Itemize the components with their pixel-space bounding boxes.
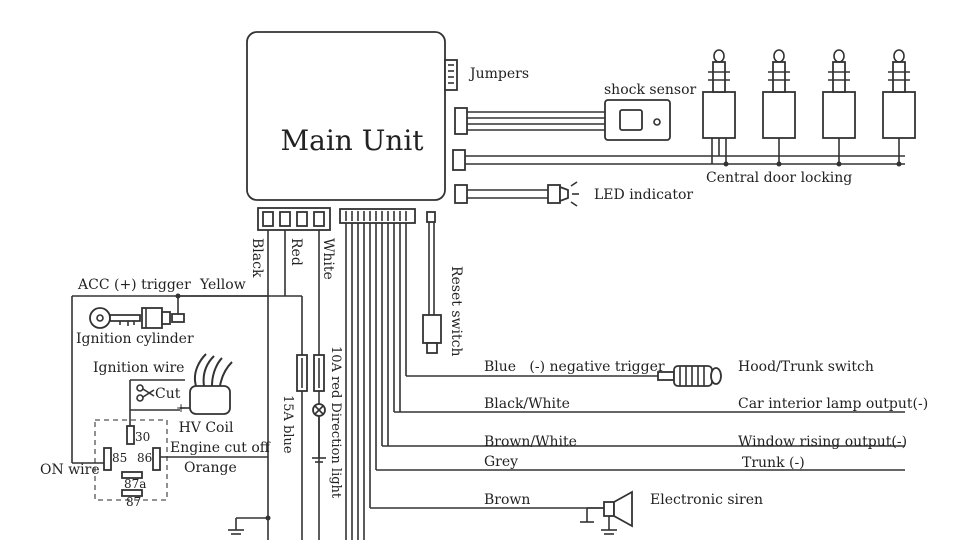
window-rising-label: Window rising output(-) (738, 434, 907, 450)
relay-pin-30: 30 (135, 430, 150, 444)
fuse-15a-label: 15A blue (280, 395, 295, 454)
engine-cut-off-label: Engine cut off (170, 440, 271, 456)
hv-coil-icon (130, 353, 233, 415)
electronic-siren-label: Electronic siren (650, 492, 763, 508)
brown-white-wire-label: Brown/White (484, 434, 577, 450)
reset-switch-label: Reset switch (448, 266, 464, 357)
reset-switch (422, 314, 442, 354)
fuse-10a-label: 10A red Direction light (328, 346, 343, 499)
door-lock-connector (452, 149, 905, 171)
cut-label: Cut (155, 386, 181, 402)
fuse-15a (296, 354, 308, 392)
relay-pin-86: 86 (137, 451, 152, 465)
led-connector (454, 184, 548, 204)
jumpers-label: Jumpers (468, 66, 529, 82)
main-unit-label: Main Unit (280, 124, 424, 157)
relay-pin-87: 87 (126, 495, 141, 509)
yellow-wire-label: Yellow (199, 277, 246, 293)
main-unit: Main Unit (246, 31, 446, 201)
led-indicator-icon (547, 181, 579, 207)
trunk-label: Trunk (-) (742, 455, 805, 471)
shock-sensor-label: shock sensor (604, 82, 697, 98)
black-wire-label: Black (249, 238, 265, 278)
black-white-wire-label: Black/White (484, 396, 570, 412)
relay-pin-85: 85 (112, 451, 127, 465)
interior-lamp-label: Car interior lamp output(-) (738, 396, 928, 412)
fuse-10a (312, 354, 326, 463)
reset-switch-wire (426, 211, 436, 315)
red-wire-label: Red (288, 238, 304, 266)
yellow-wire (72, 293, 268, 316)
on-wire-label: ON wire (40, 462, 100, 478)
central-door-locking-label: Central door locking (706, 170, 852, 186)
white-wire-label: White (320, 238, 336, 280)
door-lock-actuator-2 (762, 49, 796, 167)
output-wire-bundle (345, 223, 407, 540)
jumper-connector (444, 59, 458, 91)
door-lock-actuator-4 (882, 49, 916, 167)
relay-pin-87a: 87a (124, 477, 146, 491)
brown-wire-label: Brown (484, 492, 530, 508)
black-wire (228, 230, 271, 540)
orange-wire-label: Orange (184, 460, 237, 476)
ignition-cylinder-label: Ignition cylinder (76, 331, 194, 347)
door-lock-actuator-1 (702, 49, 736, 167)
acc-trigger-label: ACC (+) trigger (77, 277, 191, 293)
ignition-wire (129, 379, 185, 430)
power-connector (257, 207, 331, 231)
hv-coil-label: HV Coil (179, 420, 234, 436)
siren-icon (580, 490, 633, 535)
ignition-key-icon (89, 307, 185, 329)
shock-sensor-wires (467, 111, 605, 131)
coil-plus-sign: + (176, 401, 186, 415)
ignition-wire-label: Ignition wire (93, 360, 184, 376)
shock-sensor (604, 99, 671, 141)
relay: 30 85 86 87a 87 (94, 419, 168, 509)
blue-wire-label: Blue (-) negative trigger (484, 359, 665, 375)
hood-trunk-switch-label: Hood/Trunk switch (738, 359, 874, 375)
led-indicator-label: LED indicator (594, 187, 693, 203)
grey-wire-label: Grey (484, 454, 518, 470)
shock-sensor-connector (454, 107, 468, 135)
hood-trunk-switch-icon (657, 365, 722, 387)
door-lock-actuator-3 (822, 49, 856, 167)
output-connector (339, 208, 416, 224)
scissors-icon (136, 384, 155, 402)
